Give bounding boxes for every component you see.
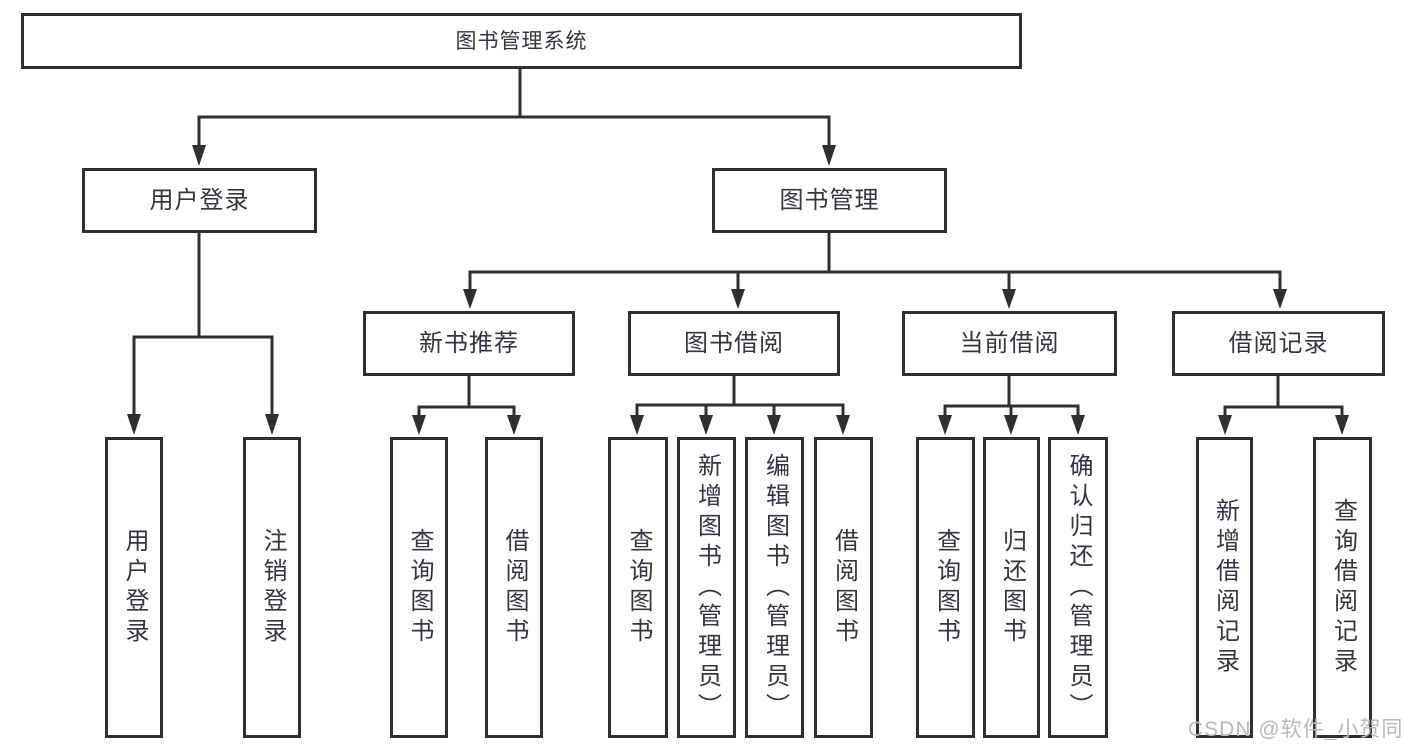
arrowhead bbox=[463, 289, 477, 309]
node-br-query-record: 查询借阅记录 bbox=[1313, 437, 1372, 738]
arrowhead bbox=[192, 145, 206, 166]
arrowhead bbox=[836, 415, 850, 435]
arrowhead bbox=[767, 415, 781, 435]
node-user-login-leaf: 用户登录 bbox=[105, 437, 163, 738]
arrowhead bbox=[938, 415, 952, 435]
node-br-add-record: 新增借阅记录 bbox=[1196, 437, 1253, 738]
arrowhead bbox=[1218, 415, 1232, 435]
node-book-borrow: 图书借阅 bbox=[628, 311, 840, 376]
node-bb-borrow-books: 借阅图书 bbox=[814, 437, 873, 738]
branch-current-borrow bbox=[938, 374, 1085, 435]
arrowhead bbox=[731, 289, 745, 309]
node-logout-leaf: 注销登录 bbox=[243, 437, 301, 738]
node-user-login: 用户登录 bbox=[82, 168, 317, 233]
node-bb-edit-books: 编辑图书（管理员） bbox=[745, 437, 804, 738]
arrowhead bbox=[1071, 415, 1085, 435]
node-new-book-rec: 新书推荐 bbox=[363, 311, 575, 376]
node-current-borrow: 当前借阅 bbox=[902, 311, 1117, 376]
node-bb-add-books: 新增图书（管理员） bbox=[677, 437, 736, 738]
branch-user-login bbox=[127, 231, 279, 435]
arrowhead bbox=[630, 415, 644, 435]
node-borrow-records: 借阅记录 bbox=[1172, 311, 1385, 376]
branch-borrow-records bbox=[1218, 374, 1349, 435]
node-nbr-query-books: 查询图书 bbox=[390, 437, 448, 738]
node-nbr-borrow-books: 借阅图书 bbox=[485, 437, 543, 738]
branch-book-mgmt bbox=[463, 231, 1287, 309]
arrowhead bbox=[822, 145, 836, 166]
arrowhead bbox=[1004, 415, 1018, 435]
arrowhead bbox=[127, 414, 141, 435]
node-cb-confirm-return: 确认归还（管理员） bbox=[1048, 437, 1108, 738]
arrowhead bbox=[1335, 415, 1349, 435]
arrowhead bbox=[265, 414, 279, 435]
arrowhead bbox=[507, 415, 521, 435]
arrowhead bbox=[699, 415, 713, 435]
branch-new-book-rec bbox=[412, 374, 521, 435]
branch-book-borrow bbox=[630, 374, 850, 435]
node-root: 图书管理系统 bbox=[21, 13, 1022, 69]
csdn-watermark: CSDN @软件_小贺同学 bbox=[1188, 718, 1405, 741]
arrowhead bbox=[1002, 289, 1016, 309]
arrowhead bbox=[1273, 289, 1287, 309]
arrowhead bbox=[412, 415, 426, 435]
node-bb-query-books: 查询图书 bbox=[608, 437, 668, 738]
node-book-mgmt: 图书管理 bbox=[712, 168, 947, 233]
branch-root bbox=[192, 67, 836, 166]
node-cb-query-books: 查询图书 bbox=[916, 437, 975, 738]
node-cb-return-books: 归还图书 bbox=[983, 437, 1040, 738]
